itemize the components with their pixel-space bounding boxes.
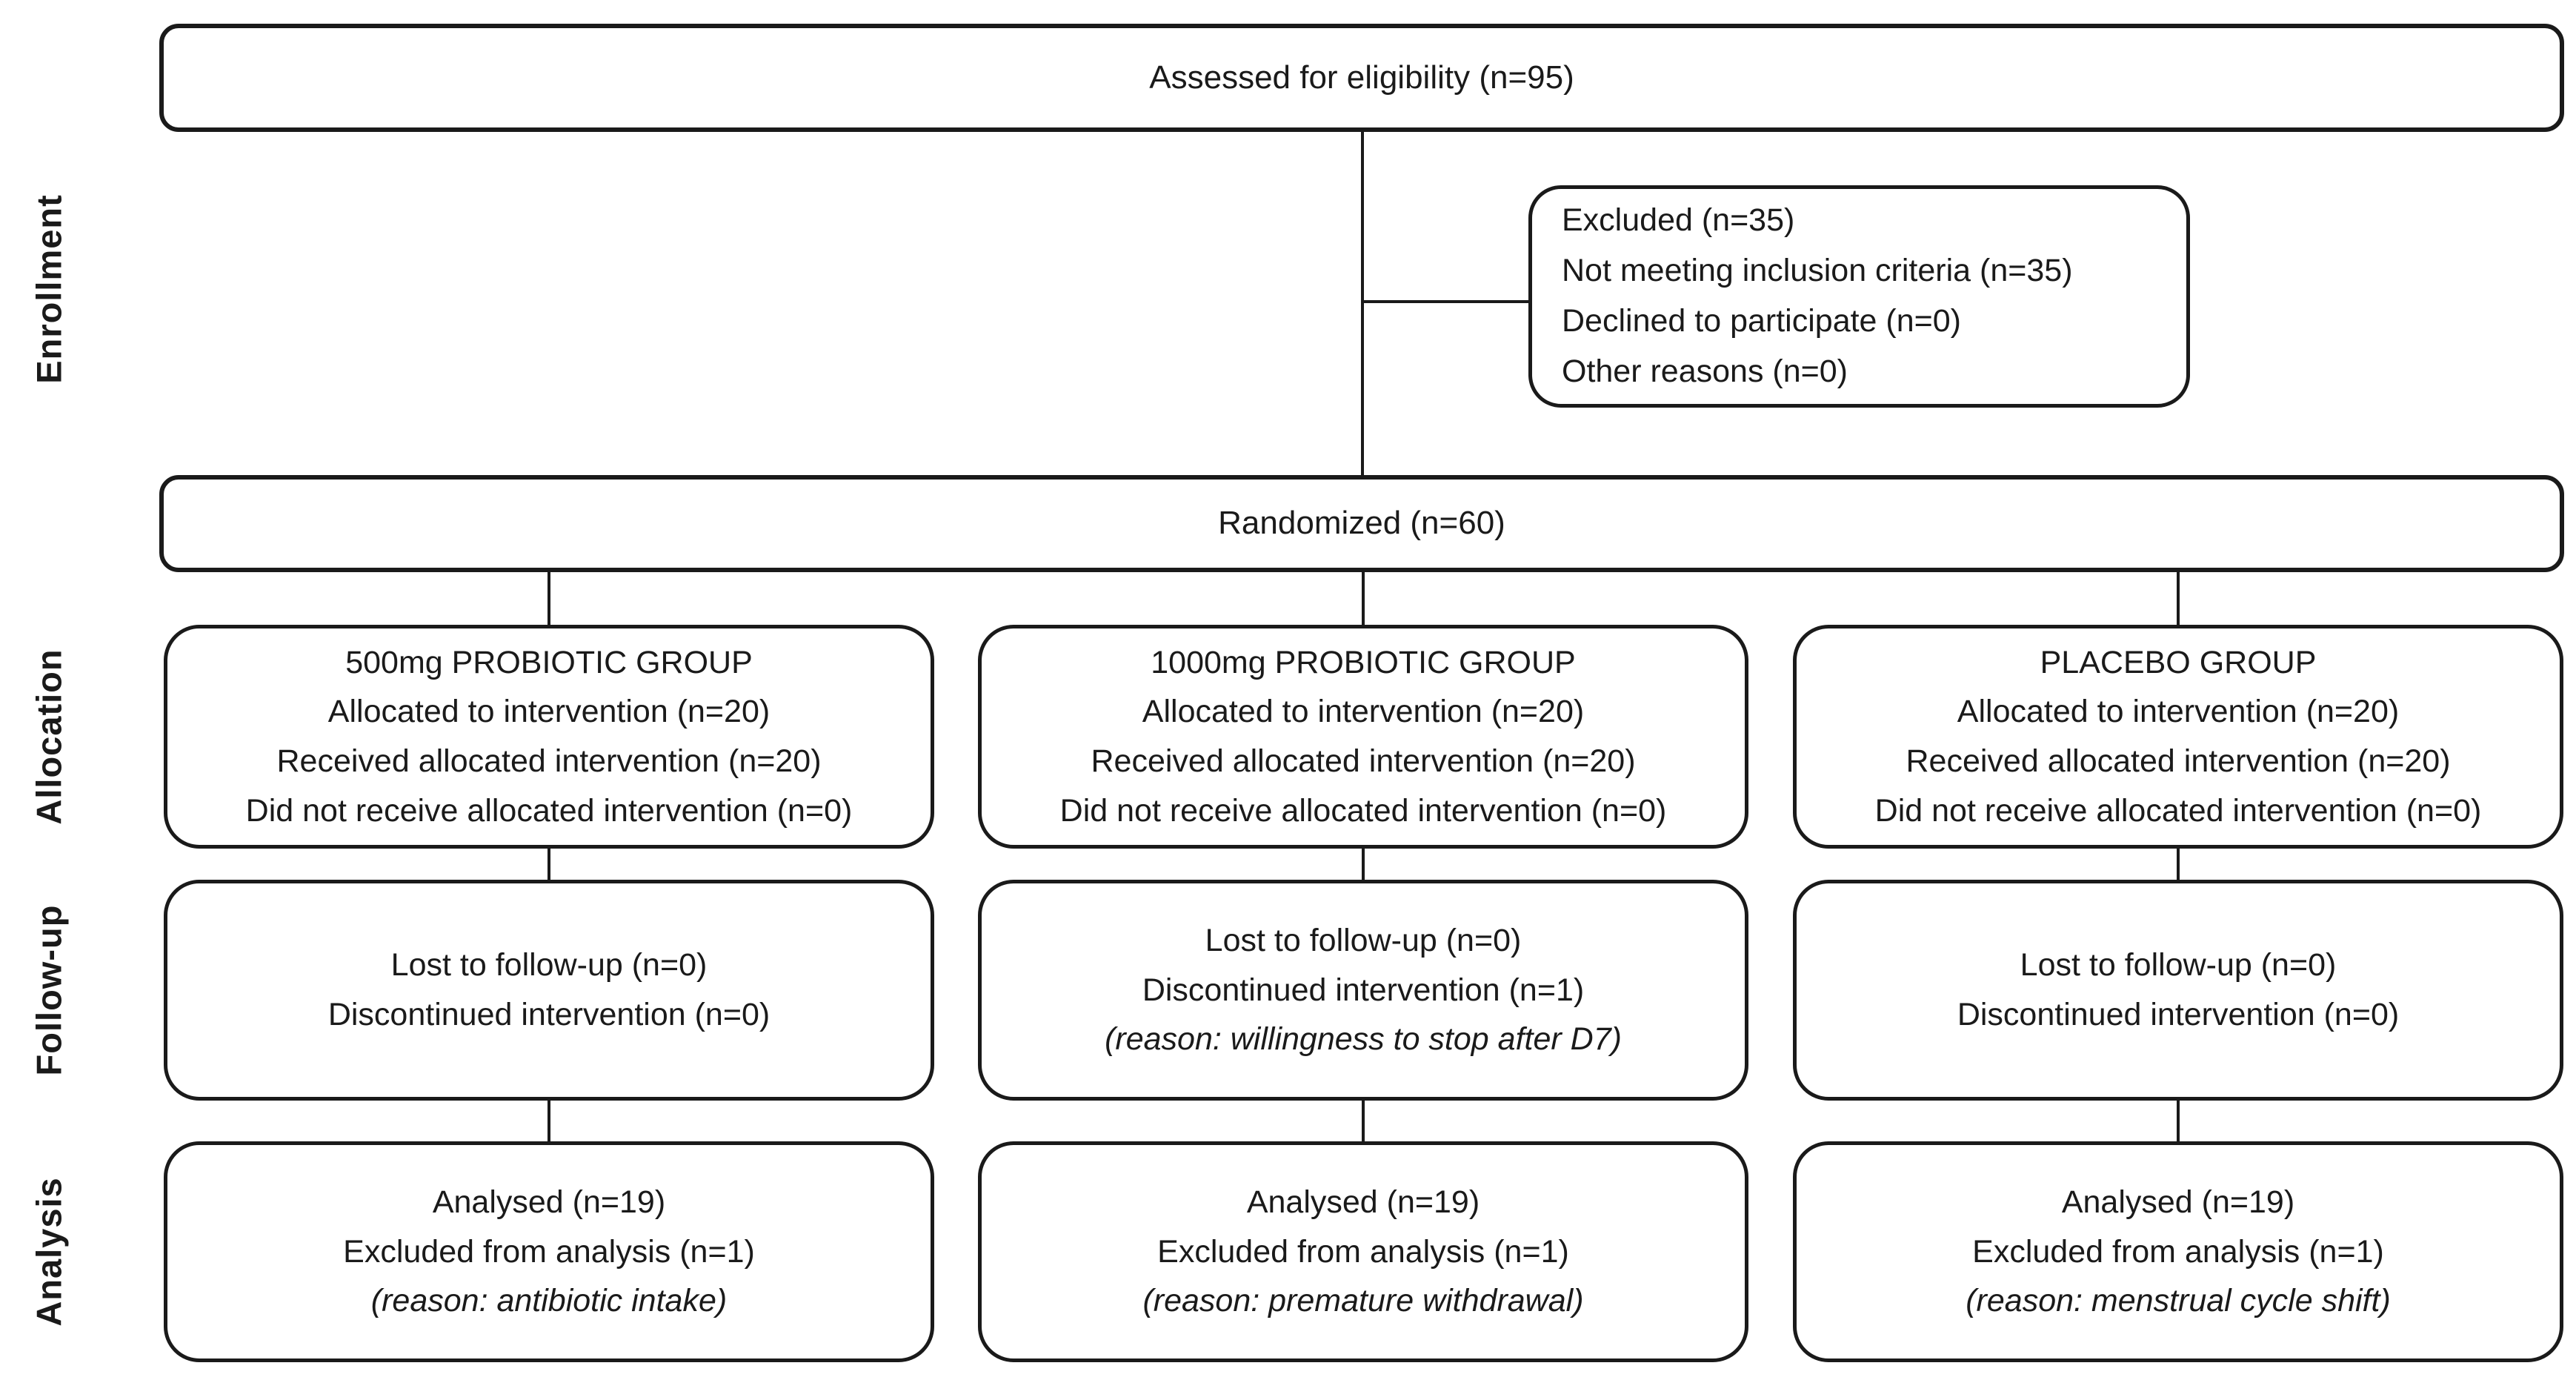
group3-analysed-text: Analysed (n=19) xyxy=(2061,1184,2295,1221)
group2-lost-text: Lost to follow-up (n=0) xyxy=(1205,923,1522,959)
followup-box-group3: Lost to follow-up (n=0) Discontinued int… xyxy=(1793,880,2563,1101)
stage-label-followup: Follow-up xyxy=(29,904,69,1076)
group2-analysed-text: Analysed (n=19) xyxy=(1246,1184,1480,1221)
allocation-box-group2: 1000mg PROBIOTIC GROUP Allocated to inte… xyxy=(978,625,1748,849)
group1-allocated-text: Allocated to intervention (n=20) xyxy=(327,694,771,730)
connector-group3-allocation-to-followup xyxy=(2177,849,2180,880)
followup-box-group1: Lost to follow-up (n=0) Discontinued int… xyxy=(164,880,934,1101)
allocation-box-group3: PLACEBO GROUP Allocated to intervention … xyxy=(1793,625,2563,849)
connector-group2-followup-to-analysis xyxy=(1362,1101,1365,1141)
group3-received-text: Received allocated intervention (n=20) xyxy=(1906,743,2451,779)
group2-title: 1000mg PROBIOTIC GROUP xyxy=(1151,644,1576,680)
connector-group1-allocation-to-followup xyxy=(548,849,550,880)
group1-excluded-analysis-text: Excluded from analysis (n=1) xyxy=(343,1233,755,1270)
assessed-eligibility-text: Assessed for eligibility (n=95) xyxy=(1149,59,1574,96)
connector-group2-allocation-to-followup xyxy=(1362,849,1365,880)
allocation-box-group1: 500mg PROBIOTIC GROUP Allocated to inter… xyxy=(164,625,934,849)
stage-label-analysis: Analysis xyxy=(29,1177,69,1327)
connector-randomized-to-group2 xyxy=(1362,572,1365,625)
excluded-declined-text: Declined to participate (n=0) xyxy=(1562,303,1961,339)
group2-discontinued-text: Discontinued intervention (n=1) xyxy=(1142,972,1585,1008)
group3-analysis-reason: (reason: menstrual cycle shift) xyxy=(1966,1283,2391,1319)
connector-group3-followup-to-analysis xyxy=(2177,1101,2180,1141)
stage-label-enrollment: Enrollment xyxy=(29,194,69,384)
excluded-box: Excluded (n=35) Not meeting inclusion cr… xyxy=(1528,185,2190,408)
group1-analysis-reason: (reason: antibiotic intake) xyxy=(370,1283,728,1319)
connector-branch-to-excluded xyxy=(1363,300,1528,303)
group2-received-text: Received allocated intervention (n=20) xyxy=(1091,743,1636,779)
group3-allocated-text: Allocated to intervention (n=20) xyxy=(1957,694,2400,730)
excluded-total-text: Excluded (n=35) xyxy=(1562,202,1795,239)
group1-lost-text: Lost to follow-up (n=0) xyxy=(390,947,708,983)
group1-title: 500mg PROBIOTIC GROUP xyxy=(345,644,753,680)
group1-analysed-text: Analysed (n=19) xyxy=(432,1184,666,1221)
randomized-box: Randomized (n=60) xyxy=(159,475,2564,572)
group2-followup-reason: (reason: willingness to stop after D7) xyxy=(1105,1021,1622,1058)
group3-lost-text: Lost to follow-up (n=0) xyxy=(2020,947,2337,983)
group3-not-received-text: Did not receive allocated intervention (… xyxy=(1874,792,2482,829)
group3-excluded-analysis-text: Excluded from analysis (n=1) xyxy=(1972,1233,2384,1270)
group2-not-received-text: Did not receive allocated intervention (… xyxy=(1059,792,1667,829)
connector-randomized-to-group3 xyxy=(2177,572,2180,625)
analysis-box-group2: Analysed (n=19) Excluded from analysis (… xyxy=(978,1141,1748,1362)
group2-allocated-text: Allocated to intervention (n=20) xyxy=(1142,694,1585,730)
group1-not-received-text: Did not receive allocated intervention (… xyxy=(245,792,853,829)
connector-randomized-to-group1 xyxy=(548,572,550,625)
group1-discontinued-text: Discontinued intervention (n=0) xyxy=(327,997,771,1032)
excluded-other-text: Other reasons (n=0) xyxy=(1562,353,1848,389)
group1-received-text: Received allocated intervention (n=20) xyxy=(276,743,822,779)
connector-group1-followup-to-analysis xyxy=(548,1101,550,1141)
excluded-criteria-text: Not meeting inclusion criteria (n=35) xyxy=(1562,253,2073,289)
randomized-text: Randomized (n=60) xyxy=(1218,505,1505,542)
stage-label-allocation: Allocation xyxy=(29,648,69,825)
group3-title: PLACEBO GROUP xyxy=(2040,644,2317,680)
followup-box-group2: Lost to follow-up (n=0) Discontinued int… xyxy=(978,880,1748,1101)
group3-discontinued-text: Discontinued intervention (n=0) xyxy=(1957,997,2400,1032)
connector-assessed-to-randomized xyxy=(1361,132,1364,475)
analysis-box-group3: Analysed (n=19) Excluded from analysis (… xyxy=(1793,1141,2563,1362)
analysis-box-group1: Analysed (n=19) Excluded from analysis (… xyxy=(164,1141,934,1362)
group2-excluded-analysis-text: Excluded from analysis (n=1) xyxy=(1157,1233,1569,1270)
group2-analysis-reason: (reason: premature withdrawal) xyxy=(1142,1283,1584,1319)
assessed-eligibility-box: Assessed for eligibility (n=95) xyxy=(159,24,2564,132)
